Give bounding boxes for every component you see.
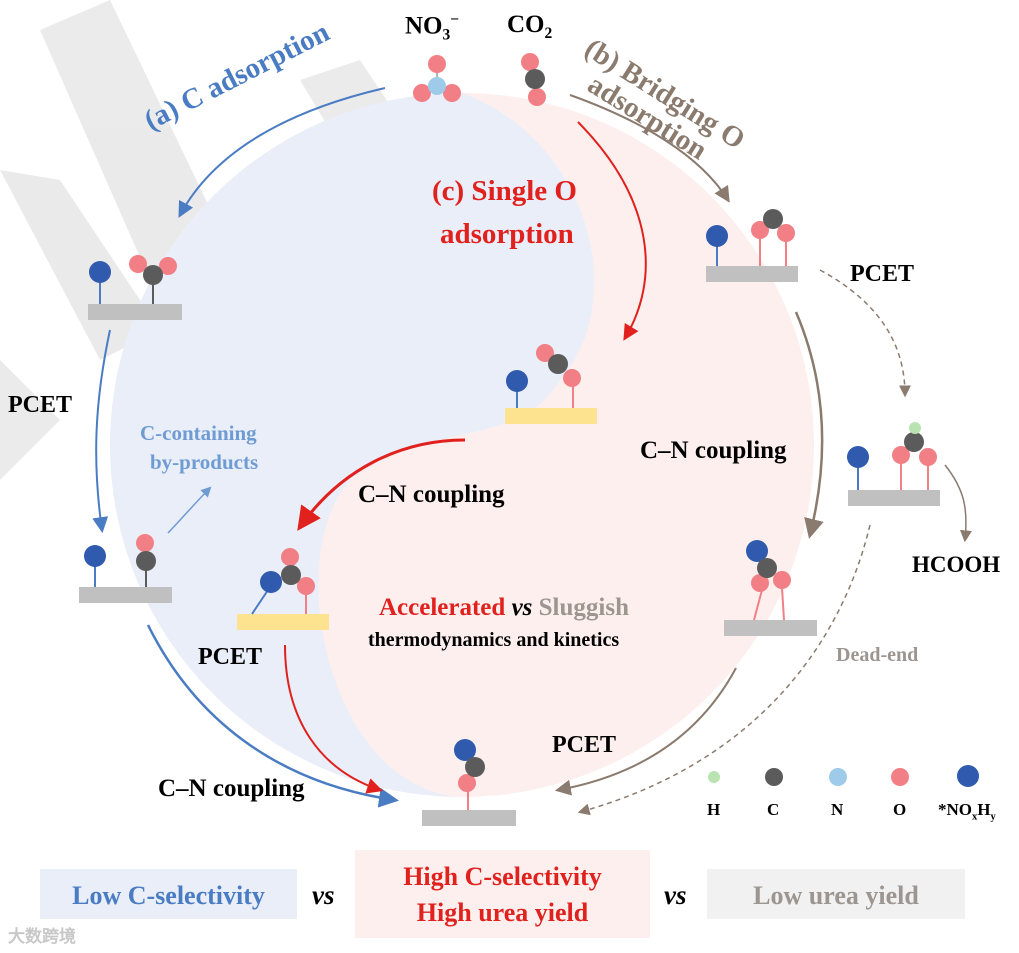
high-urea-yield-line2: High urea yield (416, 898, 589, 927)
pcet-label-c: PCET (198, 644, 263, 670)
legend-c-atom (765, 768, 783, 786)
state-final-urea (422, 739, 516, 826)
arrow-b-pcet-dashed (819, 269, 911, 398)
low-urea-yield-box: Low urea yield (753, 881, 919, 910)
center-vs-text: vs (511, 594, 533, 621)
legend-o-label: O (893, 800, 907, 819)
dead-end-label: Dead-end (836, 644, 919, 666)
co2-label: CO2 (507, 11, 553, 42)
accelerated-text: Accelerated (379, 594, 506, 621)
arrow-b-pcet-final (554, 667, 737, 796)
cycle-background-blue (110, 93, 595, 797)
cn-coupling-label-a: C–N coupling (158, 775, 305, 802)
arrow-a-byproducts (167, 486, 212, 534)
state-b2-protonated (847, 422, 940, 506)
arrow-a-cn-coupling (146, 624, 399, 808)
byproducts-label-line1: C-containing (140, 421, 257, 445)
nitrate-label: NO3− (405, 11, 460, 44)
pcet-label-a: PCET (8, 392, 73, 418)
center-comparison-line2: thermodynamics and kinetics (368, 629, 620, 651)
byproducts-label-line2: by-products (150, 450, 259, 474)
state-a2-co-adsorbed (79, 534, 172, 603)
hcooh-label: HCOOH (912, 552, 1001, 577)
legend-noxhy-label: *NOxHy (938, 800, 996, 823)
arrow-a-pcet (92, 329, 111, 534)
arrow-c-cn-coupling (297, 438, 466, 531)
arrow-b-dead-end (577, 524, 871, 816)
low-c-selectivity-box: Low C-selectivity (72, 881, 265, 910)
legend-c-label: C (767, 800, 780, 819)
state-b3-cn-coupled (724, 540, 817, 636)
arrow-b-cn-coupling (794, 311, 824, 539)
nitrate-molecule (413, 55, 461, 102)
arrow-c-pcet (284, 644, 384, 794)
legend-h-atom (708, 771, 720, 783)
pcet-label-b1: PCET (850, 261, 915, 287)
arrow-a-adsorption (178, 87, 386, 218)
low-urea-box-bg (707, 869, 965, 919)
state-c1-single-o (505, 344, 597, 424)
legend-o-atom (891, 768, 909, 786)
co2-molecule (521, 53, 546, 106)
legend-atoms (708, 765, 979, 787)
path-c-title-line1: (c) Single O (432, 175, 577, 207)
low-c-box-bg (40, 869, 297, 919)
legend-noxhy-atom (957, 765, 979, 787)
high-c-box-bg (355, 850, 650, 938)
cn-coupling-label-b: C–N coupling (640, 437, 787, 464)
bottom-vs-1: vs (312, 880, 335, 910)
center-comparison-line1: Accelerated vs Sluggish (379, 595, 629, 620)
arrow-b-adsorption (569, 94, 730, 203)
path-c-title-line2: adsorption (440, 218, 574, 250)
bottom-vs-2: vs (664, 880, 687, 910)
state-a1-c-adsorption (88, 255, 182, 320)
legend-n-atom (829, 768, 847, 786)
state-b1-bridging-o (706, 209, 798, 282)
arrow-b-hcooh (944, 464, 972, 543)
state-c2-cn-coupled (237, 548, 329, 630)
arrow-c-adsorption (577, 121, 647, 341)
legend-h-label: H (707, 800, 721, 819)
high-c-selectivity-line1: High C-selectivity (403, 862, 602, 891)
cn-coupling-label-c: C–N coupling (358, 481, 505, 508)
legend-n-label: N (831, 800, 844, 819)
sluggish-text: Sluggish (538, 594, 629, 621)
watermark-logo: 大数跨境 (8, 927, 76, 947)
pcet-label-b2: PCET (552, 732, 617, 758)
